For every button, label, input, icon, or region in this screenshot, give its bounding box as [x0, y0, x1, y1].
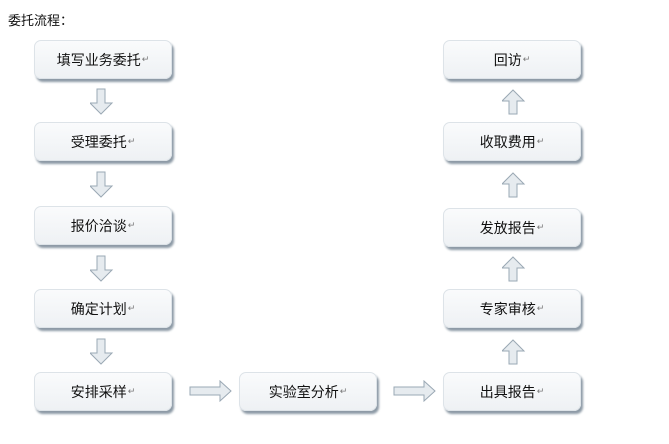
paragraph-mark: ↵	[536, 386, 545, 397]
step-label: 安排采样	[70, 384, 127, 401]
paragraph-mark: ↵	[141, 54, 150, 65]
paragraph-mark: ↵	[127, 303, 136, 314]
paragraph-mark: ↵	[522, 54, 531, 65]
right-arrow-icon	[393, 380, 436, 402]
step-arrange-sampling: 安排采样↵	[34, 372, 172, 411]
step-label: 出具报告	[479, 384, 536, 401]
step-follow-up: 回访↵	[443, 40, 581, 79]
paragraph-mark: ↵	[127, 136, 136, 147]
step-label: 收取费用	[479, 134, 536, 151]
step-fill-commission: 填写业务委托↵	[34, 40, 172, 79]
step-deliver-report: 发放报告↵	[443, 208, 581, 247]
paragraph-mark: ↵	[536, 136, 545, 147]
step-label: 回访	[493, 52, 522, 69]
paragraph-mark: ↵	[536, 222, 545, 233]
diagram-title: 委托流程：	[8, 14, 74, 29]
step-accept-commission: 受理委托↵	[34, 122, 172, 161]
up-arrow-icon	[502, 256, 526, 282]
up-arrow-icon	[502, 172, 526, 198]
step-label: 专家审核	[479, 301, 536, 318]
down-arrow-icon	[90, 338, 114, 365]
down-arrow-icon	[90, 255, 114, 282]
up-arrow-icon	[502, 89, 526, 115]
paragraph-mark: ↵	[536, 303, 545, 314]
step-quote-negotiation: 报价洽谈↵	[34, 206, 172, 245]
step-issue-report: 出具报告↵	[443, 372, 581, 411]
step-label: 确定计划	[70, 301, 127, 318]
step-expert-review: 专家审核↵	[443, 289, 581, 328]
step-label: 报价洽谈	[70, 218, 127, 235]
down-arrow-icon	[90, 88, 114, 115]
down-arrow-icon	[90, 171, 114, 198]
step-label: 受理委托	[70, 134, 127, 151]
up-arrow-icon	[502, 339, 526, 365]
step-confirm-plan: 确定计划↵	[34, 289, 172, 328]
paragraph-mark: ↵	[127, 220, 136, 231]
step-label: 实验室分析	[268, 384, 339, 401]
step-label: 发放报告	[479, 220, 536, 237]
step-collect-fees: 收取费用↵	[443, 122, 581, 161]
right-arrow-icon	[189, 380, 232, 402]
paragraph-mark: ↵	[339, 386, 348, 397]
paragraph-mark: ↵	[127, 386, 136, 397]
step-label: 填写业务委托	[56, 52, 141, 69]
step-lab-analysis: 实验室分析↵	[239, 372, 377, 411]
